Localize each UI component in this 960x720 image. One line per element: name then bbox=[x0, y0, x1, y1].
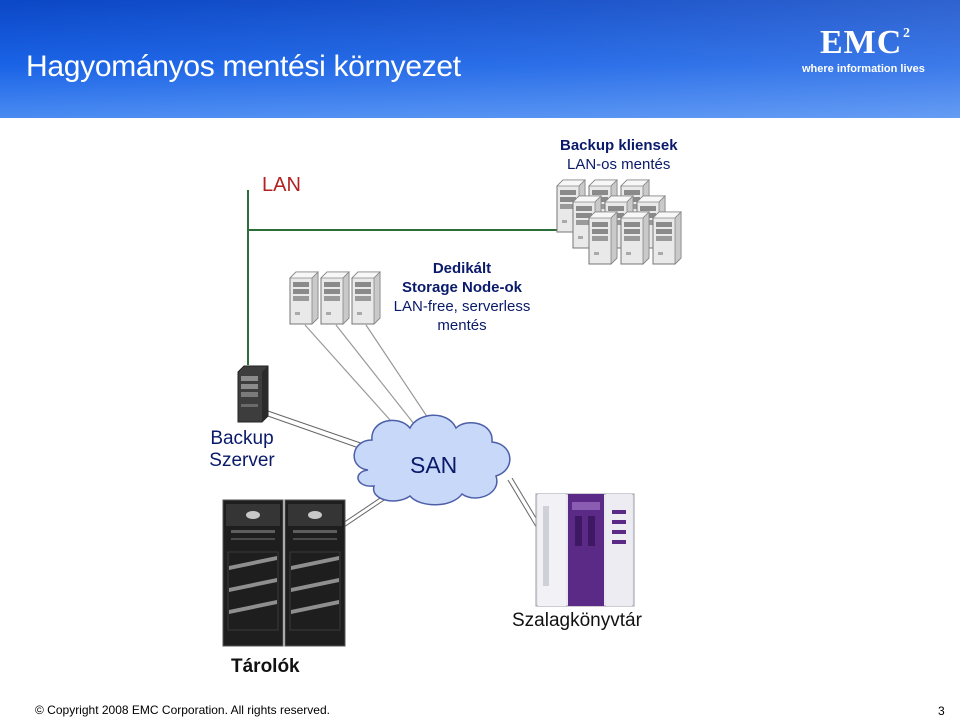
backup-clients-title: Backup kliensek bbox=[560, 137, 678, 154]
storage-nodes-label: Dedikált Storage Node-ok LAN-free, serve… bbox=[372, 259, 552, 335]
lan-label: LAN bbox=[262, 174, 301, 196]
storage-node-servers bbox=[289, 271, 381, 325]
server-san-link bbox=[264, 414, 374, 454]
slide-title: Hagyományos mentési környezet bbox=[26, 50, 461, 83]
storage-arrays bbox=[222, 499, 346, 647]
node-san-link bbox=[365, 324, 437, 431]
emc-logo: EMC 2 where information lives bbox=[802, 24, 942, 84]
storage-nodes-line3: LAN-free, serverless bbox=[393, 298, 531, 315]
san-tape-link bbox=[507, 479, 539, 531]
backup-client-servers bbox=[556, 179, 682, 265]
slide-header: Hagyományos mentési környezet EMC 2 wher… bbox=[0, 0, 960, 118]
tape-library-label: Szalagkönyvtár bbox=[512, 610, 642, 631]
storage-nodes-line1: Dedikált bbox=[432, 260, 492, 277]
backup-server-label: Backup Szerver bbox=[192, 428, 292, 472]
node-san-link bbox=[335, 324, 423, 435]
storage-nodes-line2: Storage Node-ok bbox=[401, 279, 522, 296]
tape-library bbox=[535, 493, 635, 607]
san-label: SAN bbox=[410, 452, 458, 478]
backup-server-line2: Szerver bbox=[209, 450, 275, 471]
backup-clients-subtitle: LAN-os mentés bbox=[567, 156, 671, 173]
header-gradient bbox=[0, 0, 960, 118]
logo-superscript: 2 bbox=[903, 26, 910, 41]
page-number: 3 bbox=[938, 704, 945, 718]
storage-nodes-line4: mentés bbox=[437, 317, 487, 334]
logo-tagline: where information lives bbox=[802, 63, 925, 75]
copyright-footer: © Copyright 2008 EMC Corporation. All ri… bbox=[35, 703, 330, 717]
backup-server-line1: Backup bbox=[210, 428, 274, 449]
backup-server-tower bbox=[237, 365, 269, 423]
storage-label: Tárolók bbox=[231, 656, 300, 677]
san-cloud bbox=[353, 414, 511, 506]
server-san-link bbox=[264, 409, 376, 449]
logo-brand: EMC bbox=[820, 24, 903, 61]
